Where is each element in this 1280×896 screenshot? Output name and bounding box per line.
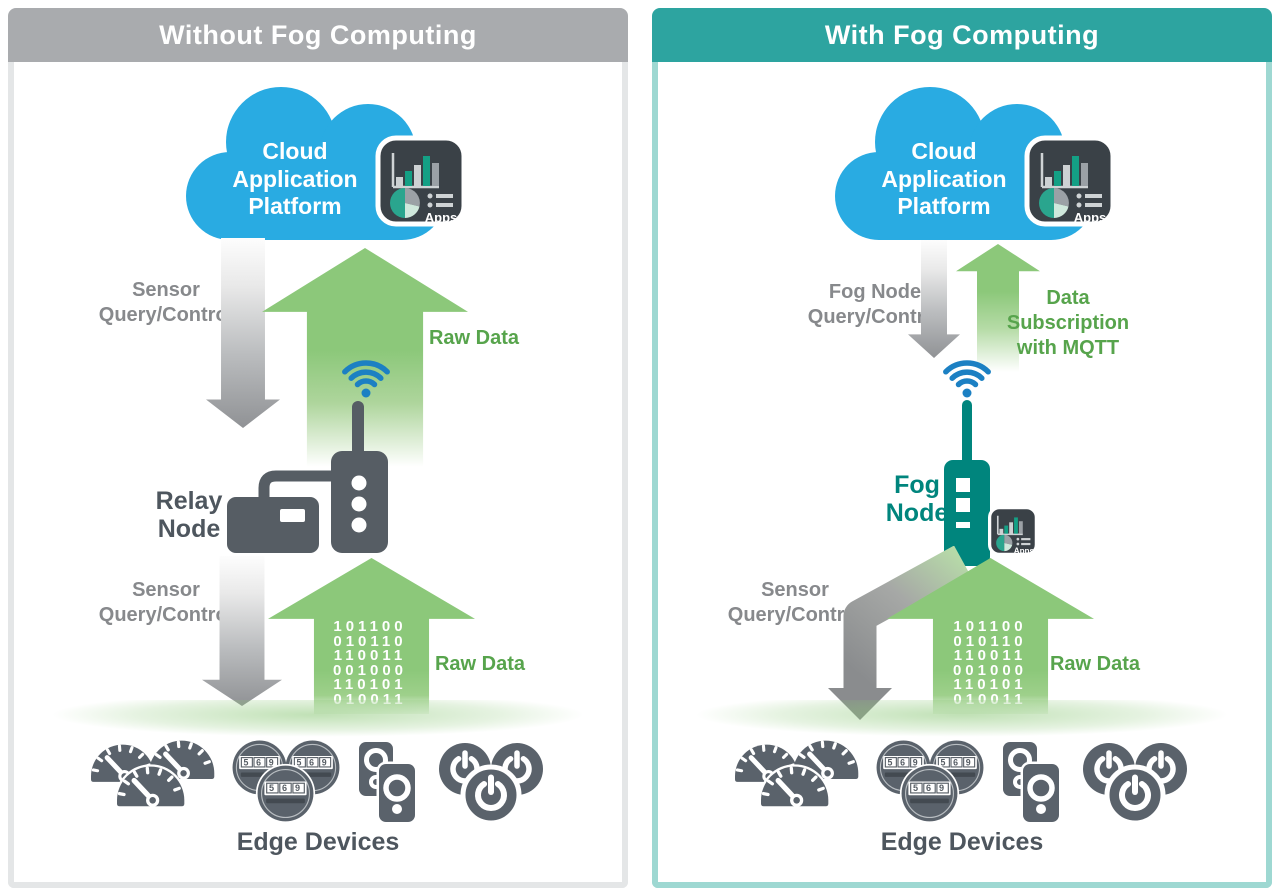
fog-node-icon	[944, 400, 990, 566]
raw-data-label-top: Raw Data	[428, 327, 520, 349]
meter-reading: 569	[243, 757, 281, 767]
relay-node-label: Relay Node	[155, 487, 223, 543]
wifi-icon	[342, 360, 390, 398]
panel-without-fog: Without Fog Computing Cloud Application …	[8, 8, 628, 888]
fog-node-query-control-label: Fog Node Query/Control	[807, 281, 943, 328]
sensor-query-control-label-top: Sensor Query/Control	[98, 279, 234, 326]
apps-badge-icon: Apps	[375, 135, 467, 227]
panel-header-without-fog: Without Fog Computing	[8, 8, 628, 62]
apps-badge-label: Apps	[425, 210, 458, 225]
binary-data-text: 101100 010110 110011 001000 110101 01001…	[332, 618, 408, 708]
door-sensors-icon	[1002, 742, 1061, 824]
meter-reading: 569	[296, 757, 334, 767]
power-switches-icon	[1082, 743, 1187, 824]
meter-reading: 569	[887, 757, 925, 767]
raw-data-label-bottom: Raw Data	[1049, 653, 1141, 675]
apps-badge-label: Apps	[1074, 210, 1107, 225]
meter-reading: 569	[940, 757, 978, 767]
ground-gradient-band	[16, 700, 620, 746]
wifi-icon	[943, 360, 991, 398]
gauge-sensors-icon	[734, 740, 858, 809]
cloud-platform-label: Cloud Application Platform	[881, 138, 1007, 220]
panel-with-fog: With Fog Computing Cloud Application Pla…	[652, 8, 1272, 888]
meter-reading: 569	[268, 783, 307, 793]
cloud-platform-label: Cloud Application Platform	[232, 138, 358, 220]
panel-header-with-fog: With Fog Computing	[652, 8, 1272, 62]
panel-title: Without Fog Computing	[159, 19, 477, 50]
panel-title: With Fog Computing	[824, 19, 1100, 50]
door-sensors-icon	[358, 742, 417, 824]
sensor-query-control-label-bottom: Sensor Query/Control	[727, 579, 863, 626]
gauge-sensors-icon	[90, 740, 214, 809]
power-switches-icon	[438, 743, 543, 824]
meter-reading: 569	[912, 783, 951, 793]
edge-devices-row: 569 569	[652, 736, 1272, 824]
binary-data-text: 101100 010110 110011 001000 110101 01001…	[952, 618, 1028, 708]
utility-meters-icon: 569 569	[232, 740, 339, 824]
apps-badge-small-icon: Apps	[988, 506, 1038, 556]
apps-badge-label: Apps	[1014, 546, 1035, 555]
utility-meters-icon: 569 569	[876, 740, 983, 824]
sensor-query-control-label-bottom: Sensor Query/Control	[98, 579, 234, 626]
ground-gradient-band	[660, 700, 1264, 746]
fog-node-label: Fog Node	[885, 471, 949, 527]
edge-devices-row: 569 569	[8, 736, 628, 824]
relay-node-icon	[227, 401, 388, 553]
data-subscription-mqtt-label: Data Subscription with MQTT	[1006, 287, 1130, 359]
apps-badge-icon: Apps	[1024, 135, 1116, 227]
raw-data-label-bottom: Raw Data	[434, 653, 526, 675]
edge-devices-label: Edge Devices	[236, 828, 400, 856]
edge-devices-label: Edge Devices	[880, 828, 1044, 856]
